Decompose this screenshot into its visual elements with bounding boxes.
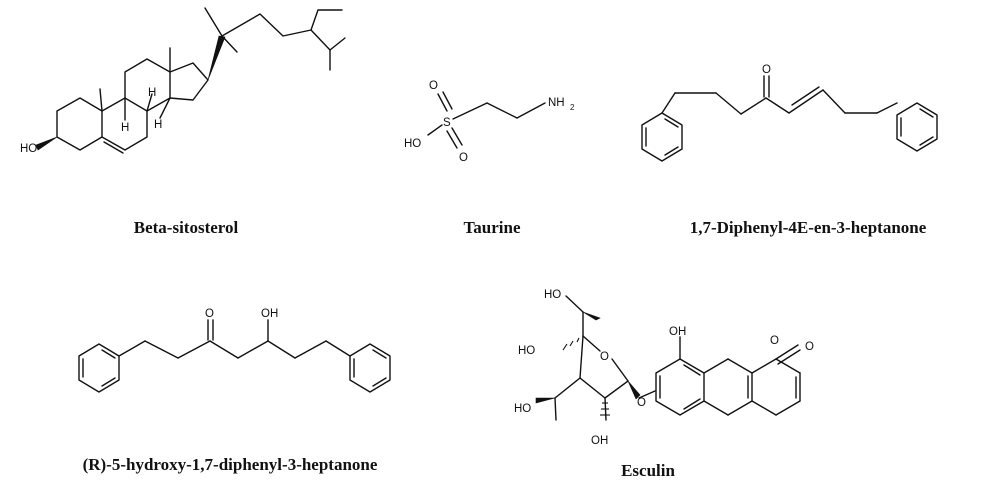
atom-subscript-2: 2 <box>570 103 575 112</box>
structure-taurine: O S O HO NH 2 <box>404 80 575 164</box>
atom-o: O <box>762 64 771 76</box>
atom-s: S <box>443 117 451 129</box>
atom-ho: HO <box>20 143 37 155</box>
label-diphenyl-heptenone: 1,7-Diphenyl-4E-en-3-heptanone <box>690 218 927 237</box>
atom-h: H <box>121 122 129 134</box>
atom-o-ring: O <box>600 351 609 363</box>
atom-oh: OH <box>669 326 686 338</box>
label-taurine: Taurine <box>463 218 520 237</box>
atom-o-carbonyl: O <box>805 341 814 353</box>
structure-beta-sitosterol: HO H H H <box>20 7 346 155</box>
label-beta-sitosterol: Beta-sitosterol <box>134 218 239 237</box>
atom-o: O <box>459 152 468 164</box>
structure-diphenyl-heptenone: O <box>641 64 938 162</box>
atom-nh: NH <box>548 97 565 109</box>
atom-ho: HO <box>404 138 421 150</box>
atom-oh: OH <box>591 435 608 447</box>
atom-ho: HO <box>514 403 531 415</box>
atom-o: O <box>429 80 438 92</box>
label-esculin: Esculin <box>621 461 675 480</box>
atom-o-lactone: O <box>770 335 779 347</box>
structure-hydroxy-diphenyl-heptanone: O OH <box>78 308 391 393</box>
atom-ho: HO <box>518 345 535 357</box>
atom-o-link: O <box>637 397 646 409</box>
atom-o: O <box>205 308 214 320</box>
atom-ho: HO <box>544 289 561 301</box>
structure-esculin: HO HO HO OH O O OH O O <box>514 289 814 447</box>
label-hydroxy-diphenyl-heptanone: (R)-5-hydroxy-1,7-diphenyl-3-heptanone <box>83 455 378 474</box>
atom-h: H <box>148 87 156 99</box>
atom-h: H <box>154 119 162 131</box>
atom-oh: OH <box>261 308 278 320</box>
